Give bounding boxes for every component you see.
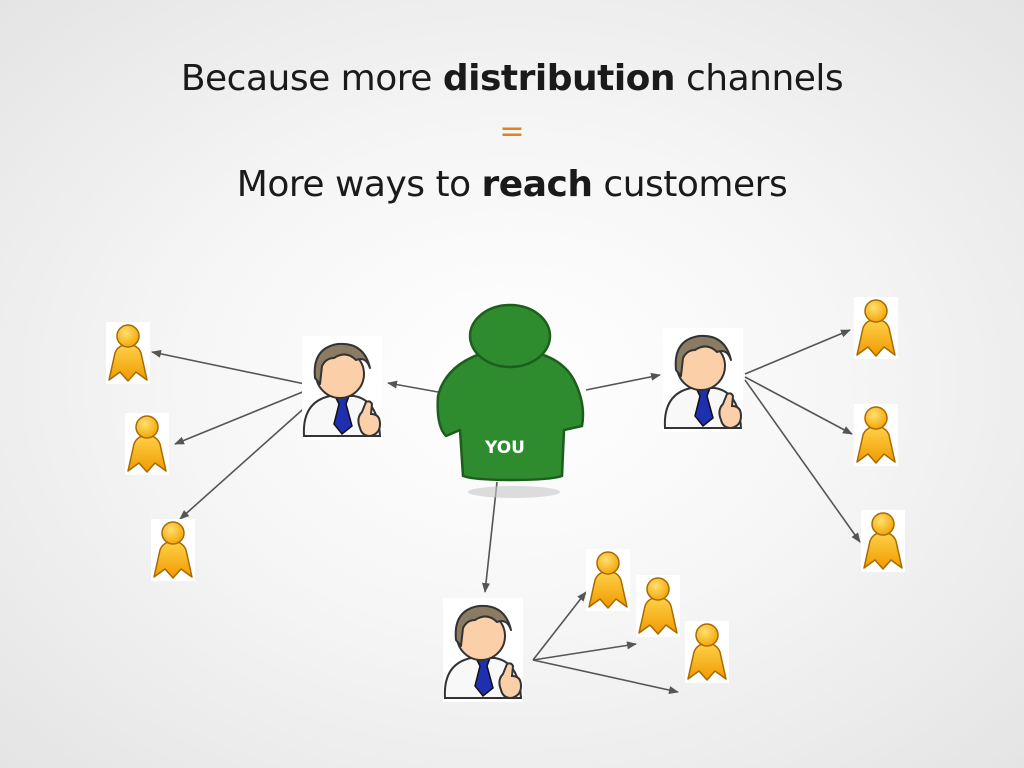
customer-bottom-3 [684,620,730,684]
customer-left-3 [150,518,196,582]
customer-left-1 [105,321,151,385]
customer-bottom-2 [635,574,681,638]
customer-right-2 [853,403,899,467]
customer-left-2 [124,412,170,476]
arrow-you-to-bottom-distributor [481,481,498,593]
arrows [151,329,861,694]
arrow-bottom-to-customer-3 [532,659,679,694]
distributor-left [301,335,383,441]
headline-prefix: Because more [180,58,443,99]
headline-line-2: More ways to reach customers [0,164,1024,205]
headline-bold-distribution: distribution [442,58,676,99]
arrow-left-to-customer-3 [179,402,311,520]
customer-right-1 [853,296,899,360]
customer-right-3 [860,509,906,573]
arrow-right-to-customer-2 [744,376,853,435]
arrow-left-to-customer-1 [151,349,306,385]
distributor-right [662,327,744,433]
headline-bold-reach: reach [481,164,593,205]
headline-suffix-2: customers [592,164,788,205]
you-figure: YOU [436,303,585,498]
headline-line-1: Because more distribution channels [0,58,1024,99]
arrow-bottom-to-customer-2 [532,641,637,661]
arrow-you-to-left-distributor [387,380,439,393]
equals-sign: = [499,114,525,149]
headline-suffix: channels [675,58,844,99]
arrow-bottom-to-customer-1 [532,591,587,661]
distributor-bottom [442,597,524,703]
headline-prefix-2: More ways to [236,164,482,205]
arrow-right-to-customer-3 [744,379,861,543]
arrow-you-to-right-distributor [585,372,661,391]
arrow-left-to-customer-2 [174,390,306,445]
you-label: YOU [484,438,525,458]
customer-bottom-1 [585,548,631,612]
arrow-right-to-customer-1 [744,329,851,375]
